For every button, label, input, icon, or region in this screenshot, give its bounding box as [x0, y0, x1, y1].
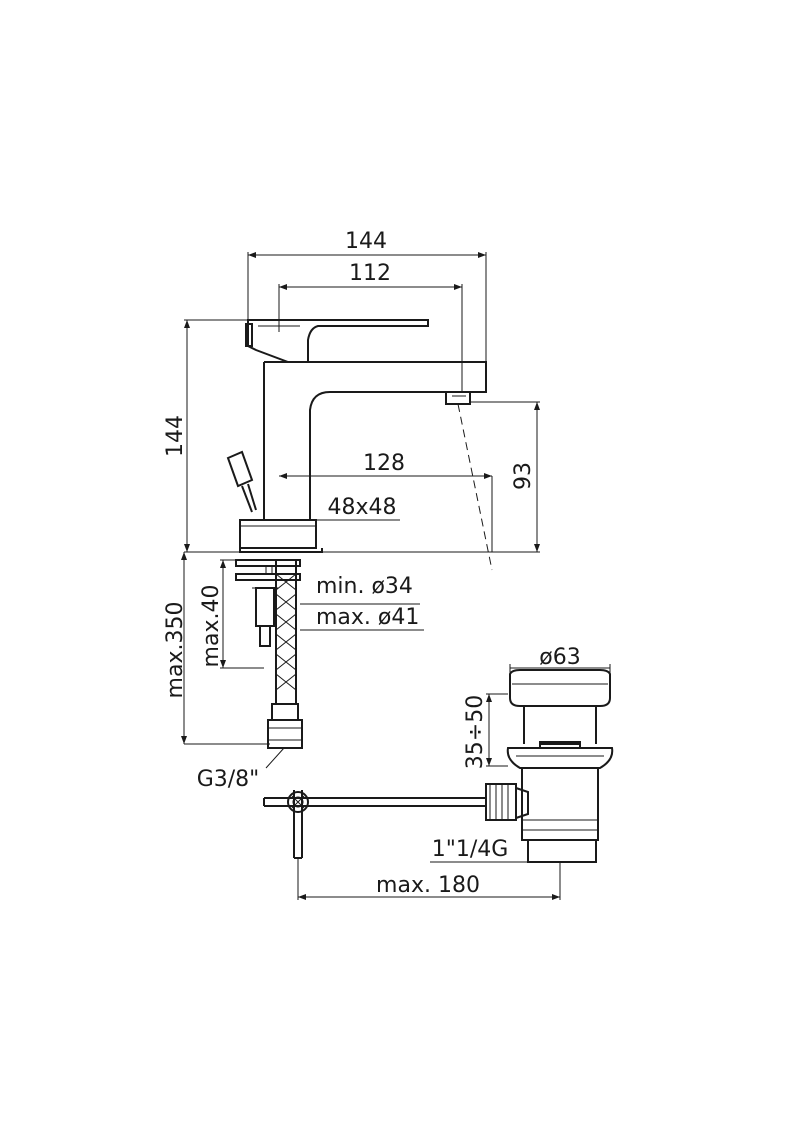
dim-max-rod: max. 180 — [376, 873, 480, 898]
dim-max-hose: max.350 — [163, 602, 188, 699]
dim-max-deck: max.40 — [199, 585, 224, 668]
dim-spout-height: 93 — [511, 462, 536, 490]
dim-waste-lift: 35÷50 — [463, 695, 488, 769]
dim-spout-reach: 128 — [363, 451, 405, 476]
faucet-body — [226, 319, 493, 571]
dim-base-size: 48x48 — [327, 495, 396, 520]
dim-spout-reach-top: 112 — [349, 261, 391, 286]
dim-hole-max: max. ø41 — [316, 605, 419, 630]
dim-connection: G3/8" — [197, 767, 260, 792]
dim-overall-width: 144 — [345, 229, 387, 254]
dim-waste-thread: 1"1/4G — [432, 837, 509, 862]
under-counter-assembly — [235, 559, 303, 749]
dimension-lines — [181, 252, 611, 900]
dim-overall-height: 144 — [163, 415, 188, 457]
dim-hole-min: min. ø34 — [316, 574, 413, 599]
dim-waste-diameter: ø63 — [539, 645, 580, 670]
waste-drain — [485, 669, 614, 863]
